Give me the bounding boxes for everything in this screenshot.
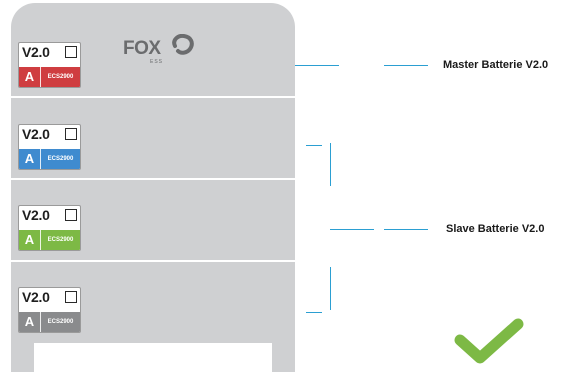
module-label-card: V2.0 A ECS2900 <box>18 124 81 170</box>
master-caption: Master Batterie V2.0 <box>443 59 549 71</box>
module-type-letter: A <box>19 149 41 169</box>
master-caption-line <box>384 65 428 66</box>
battery-module-master: V2.0 A ECS2900 FOX ESS <box>11 33 295 96</box>
module-version: V2.0 <box>22 289 50 305</box>
slave-caption-line <box>384 229 428 230</box>
battery-module-slave-2: V2.0 A ECS2900 <box>11 180 295 260</box>
module-color-band: A ECS2900 <box>19 67 80 87</box>
slave-caption: Slave Batterie V2.0 <box>446 223 545 235</box>
module-version: V2.0 <box>22 207 50 223</box>
battery-stack: V2.0 A ECS2900 FOX ESS V2.0 A ECS2900 <box>11 0 295 372</box>
module-model: ECS2900 <box>47 74 74 80</box>
module-color-band: A ECS2900 <box>19 230 80 250</box>
stack-foot-left <box>11 343 34 372</box>
module-type-letter: A <box>19 312 41 332</box>
module-model: ECS2900 <box>47 237 74 243</box>
module-divider <box>11 260 295 262</box>
battery-module-slave-3: V2.0 A ECS2900 <box>11 262 295 343</box>
slave-connector-line-mid <box>330 229 374 230</box>
module-label-card: V2.0 A ECS2900 <box>18 42 81 88</box>
battery-module-slave-1: V2.0 A ECS2900 <box>11 98 295 178</box>
slave-bracket-bottom <box>330 267 331 310</box>
module-type-letter: A <box>19 67 41 87</box>
logo-wordmark: FOX <box>123 38 161 59</box>
module-type-letter: A <box>19 230 41 250</box>
module-divider <box>11 96 295 98</box>
slave-connector-line-bottom <box>306 312 322 313</box>
module-color-band: A ECS2900 <box>19 312 80 332</box>
stack-foot-right <box>272 343 295 372</box>
module-divider <box>11 178 295 180</box>
logo-mark-icon <box>172 34 194 55</box>
label-checkbox-square <box>65 128 77 140</box>
slave-bracket-top <box>330 143 331 186</box>
label-checkbox-square <box>65 209 77 221</box>
module-label-card: V2.0 A ECS2900 <box>18 287 81 333</box>
module-version: V2.0 <box>22 126 50 142</box>
logo-subtext: ESS <box>150 59 164 65</box>
module-label-card: V2.0 A ECS2900 <box>18 205 81 251</box>
module-model: ECS2900 <box>47 156 74 162</box>
fox-ess-logo: FOX ESS <box>123 34 203 65</box>
module-color-band: A ECS2900 <box>19 149 80 169</box>
label-checkbox-square <box>65 46 77 58</box>
checkmark-icon <box>454 318 524 364</box>
battery-top-cap <box>11 3 295 33</box>
module-model: ECS2900 <box>47 319 74 325</box>
module-version: V2.0 <box>22 44 50 60</box>
master-connector-line <box>295 65 339 66</box>
slave-connector-line-top <box>306 145 322 146</box>
label-checkbox-square <box>65 291 77 303</box>
